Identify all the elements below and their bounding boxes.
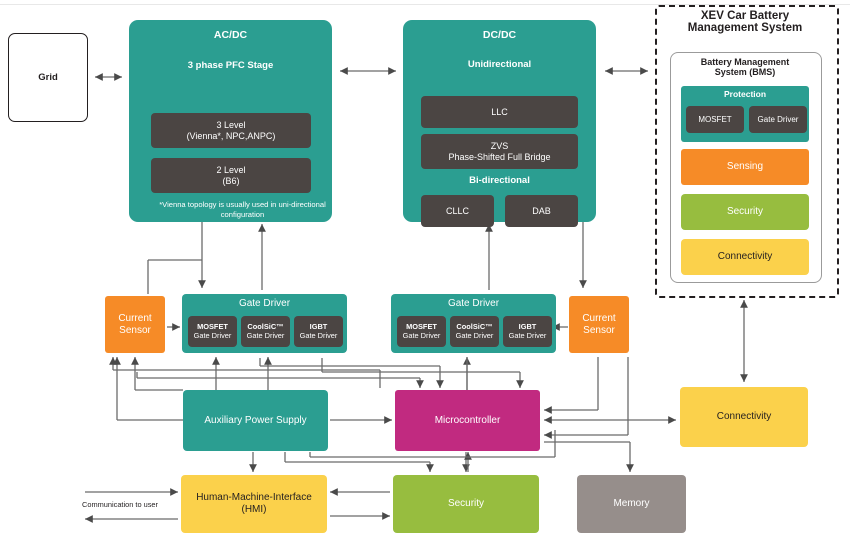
bms-protection-gate-driver-label: Gate Driver	[757, 114, 799, 124]
gate-driver-2-coolsic-line1: CoolSiC™	[456, 321, 493, 331]
memory-block[interactable]: Memory	[577, 475, 686, 533]
hmi-line2: (HMI)	[241, 504, 267, 515]
dcdc-title: DC/DC	[482, 29, 517, 41]
current-sensor-left-line1: Current	[118, 312, 152, 324]
acdc-topology-2level-line2: (B6)	[222, 175, 240, 186]
gate-driver-2-title: Gate Driver	[447, 298, 500, 309]
gate-driver-1-igbt-line2: Gate Driver	[299, 330, 338, 340]
hmi-block[interactable]: Human-Machine-Interface (HMI)	[181, 475, 327, 533]
gate-driver-1-mosfet[interactable]: MOSFET Gate Driver	[188, 316, 237, 347]
dcdc-uni-llc-label: LLC	[491, 106, 508, 117]
xev-title-line2: Management System	[687, 22, 803, 34]
xev-title-line1: XEV Car Battery	[700, 10, 790, 22]
gate-driver-1-mosfet-line2: Gate Driver	[193, 330, 232, 340]
gate-driver-1-igbt-line1: IGBT	[309, 321, 328, 331]
bms-protection-title: Protection	[723, 89, 767, 99]
gate-driver-1-coolsic-line1: CoolSiC™	[247, 321, 284, 331]
gate-driver-2-coolsic[interactable]: CoolSiC™ Gate Driver	[450, 316, 499, 347]
acdc-footnote: *Vienna topology is usually used in uni-…	[159, 200, 326, 219]
dcdc-uni-zvs-line2: Phase-Shifted Full Bridge	[448, 151, 551, 162]
bms-title: Battery Management System (BMS)	[670, 57, 820, 77]
gate-driver-1-title: Gate Driver	[238, 298, 291, 309]
microcontroller-label: Microcontroller	[434, 414, 501, 426]
security-label: Security	[447, 498, 485, 510]
bms-security-label: Security	[726, 206, 764, 218]
bms-connectivity-label: Connectivity	[717, 251, 773, 263]
current-sensor-left-line2: Sensor	[119, 324, 151, 336]
acdc-subtitle: 3 phase PFC Stage	[187, 60, 274, 72]
gate-driver-2-igbt-line2: Gate Driver	[508, 330, 547, 340]
memory-label: Memory	[613, 498, 650, 510]
dcdc-bidirectional-label: Bi-directional	[469, 175, 530, 186]
dcdc-uni-zvs-line1: ZVS	[490, 140, 509, 151]
gate-driver-2-mosfet[interactable]: MOSFET Gate Driver	[397, 316, 446, 347]
dcdc-block[interactable]: DC/DC Unidirectional LLC ZVS Phase-Shift…	[403, 20, 596, 227]
microcontroller-block[interactable]: Microcontroller	[395, 390, 540, 451]
security-block[interactable]: Security	[393, 475, 539, 533]
bms-security-block[interactable]: Security	[681, 194, 809, 230]
current-sensor-left[interactable]: Current Sensor	[105, 296, 165, 353]
dcdc-unidirectional-label: Unidirectional	[467, 59, 532, 71]
dcdc-uni-zvs[interactable]: ZVS Phase-Shifted Full Bridge	[421, 134, 578, 169]
bms-sensing-label: Sensing	[726, 161, 764, 173]
gate-driver-2-igbt-line1: IGBT	[518, 321, 537, 331]
dcdc-bi-cllc-label: CLLC	[445, 205, 469, 216]
connectivity-block[interactable]: Connectivity	[680, 387, 808, 447]
xev-title: XEV Car Battery Management System	[655, 10, 835, 34]
top-divider	[0, 0, 850, 5]
bms-protection-block[interactable]: Protection MOSFET Gate Driver	[681, 86, 809, 142]
acdc-title: AC/DC	[213, 29, 248, 41]
acdc-topology-2level-line1: 2 Level	[216, 164, 246, 175]
gate-driver-2-mosfet-line1: MOSFET	[406, 321, 437, 331]
bms-protection-gate-driver[interactable]: Gate Driver	[749, 106, 807, 133]
grid-label: Grid	[38, 71, 58, 83]
gate-driver-2-coolsic-line2: Gate Driver	[455, 330, 494, 340]
connectivity-label: Connectivity	[716, 411, 772, 423]
acdc-topology-3level-line1: 3 Level	[216, 119, 246, 130]
bms-connectivity-block[interactable]: Connectivity	[681, 239, 809, 275]
bms-title-line2: System (BMS)	[714, 67, 776, 77]
dcdc-uni-llc[interactable]: LLC	[421, 96, 578, 128]
bms-sensing-block[interactable]: Sensing	[681, 149, 809, 185]
bms-protection-mosfet[interactable]: MOSFET	[686, 106, 744, 133]
gate-driver-1-mosfet-line1: MOSFET	[197, 321, 228, 331]
dcdc-bi-dab[interactable]: DAB	[505, 195, 578, 227]
acdc-topology-3level[interactable]: 3 Level (Vienna*, NPC,ANPC)	[151, 113, 311, 148]
acdc-topology-2level[interactable]: 2 Level (B6)	[151, 158, 311, 193]
gate-driver-block-2[interactable]: Gate Driver MOSFET Gate Driver CoolSiC™ …	[391, 294, 556, 353]
acdc-topology-3level-line2: (Vienna*, NPC,ANPC)	[186, 130, 276, 141]
dcdc-bi-cllc[interactable]: CLLC	[421, 195, 494, 227]
gate-driver-2-mosfet-line2: Gate Driver	[402, 330, 441, 340]
gate-driver-2-igbt[interactable]: IGBT Gate Driver	[503, 316, 552, 347]
grid-block[interactable]: Grid	[8, 33, 88, 122]
bms-title-line1: Battery Management	[700, 57, 790, 67]
bms-protection-mosfet-label: MOSFET	[698, 114, 732, 124]
gate-driver-1-coolsic-line2: Gate Driver	[246, 330, 285, 340]
auxiliary-power-supply-block[interactable]: Auxiliary Power Supply	[183, 390, 328, 451]
gate-driver-block-1[interactable]: Gate Driver MOSFET Gate Driver CoolSiC™ …	[182, 294, 347, 353]
communication-to-user-label: Communication to user	[82, 500, 158, 509]
gate-driver-1-igbt[interactable]: IGBT Gate Driver	[294, 316, 343, 347]
dcdc-bi-dab-label: DAB	[532, 205, 551, 216]
current-sensor-right[interactable]: Current Sensor	[569, 296, 629, 353]
auxiliary-power-supply-label: Auxiliary Power Supply	[204, 414, 307, 426]
acdc-block[interactable]: AC/DC 3 phase PFC Stage 3 Level (Vienna*…	[129, 20, 332, 222]
current-sensor-right-line1: Current	[582, 312, 616, 324]
hmi-line1: Human-Machine-Interface	[196, 492, 312, 504]
current-sensor-right-line2: Sensor	[583, 324, 615, 336]
gate-driver-1-coolsic[interactable]: CoolSiC™ Gate Driver	[241, 316, 290, 347]
